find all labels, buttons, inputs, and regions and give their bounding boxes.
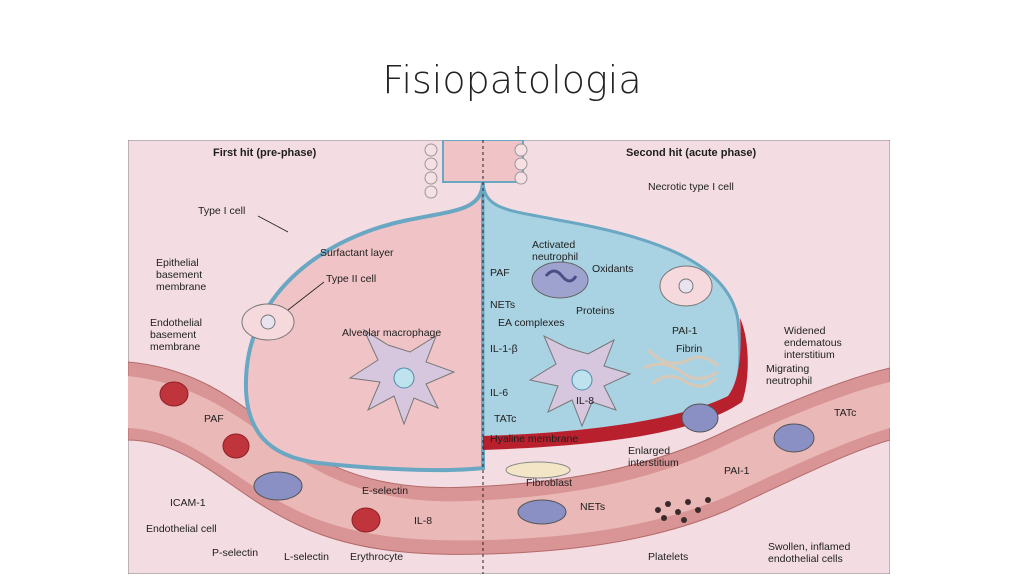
label-nets2: NETs — [580, 501, 605, 513]
fibrin-strands — [643, 348, 720, 388]
label-swollen-1: Swollen, inflamed — [768, 541, 850, 553]
vessel-neutrophils — [253, 403, 815, 525]
label-necrotic: Necrotic type I cell — [648, 181, 734, 193]
label-endothelial-cell: Endothelial cell — [146, 523, 217, 535]
label-tatc2: TATc — [834, 407, 856, 419]
label-e-selectin: E-selectin — [362, 485, 408, 497]
label-type1-cell: Type I cell — [198, 205, 245, 217]
label-il8-right: IL-8 — [576, 395, 594, 407]
alveolar-macrophage — [348, 328, 456, 426]
label-widened-2: endematous — [784, 337, 842, 349]
label-erythrocyte: Erythrocyte — [350, 551, 403, 563]
fibroblast — [505, 461, 571, 479]
label-migrating-1: Migrating — [766, 363, 809, 375]
label-pai1-2: PAI-1 — [724, 465, 750, 477]
airway-cells-right — [514, 143, 528, 185]
label-activated-1: Activated — [532, 239, 575, 251]
label-activated-2: neutrophil — [532, 251, 578, 263]
capillary-lumen — [128, 376, 890, 541]
label-fibroblast: Fibroblast — [526, 477, 572, 489]
label-endo-bm-2: basement — [150, 329, 196, 341]
label-type2-cell: Type II cell — [326, 273, 376, 285]
label-swollen-2: endothelial cells — [768, 553, 843, 565]
label-il8-left: IL-8 — [414, 515, 432, 527]
label-oxidants: Oxidants — [592, 263, 633, 275]
label-widened-3: interstitium — [784, 349, 835, 361]
label-endo-bm-1: Endothelial — [150, 317, 202, 329]
label-hyaline: Hyaline membrane — [490, 433, 578, 445]
label-l-selectin: L-selectin — [284, 551, 329, 563]
activated-neutrophil — [531, 261, 589, 299]
slide-title: Fisiopatologia — [382, 58, 642, 102]
label-il6: IL-6 — [490, 387, 508, 399]
erythrocytes — [159, 381, 381, 533]
label-surfactant: Surfactant layer — [320, 247, 394, 259]
label-endo-bm-3: membrane — [150, 341, 200, 353]
label-paf-left: PAF — [204, 413, 224, 425]
label-migrating-2: neutrophil — [766, 375, 812, 387]
label-il1b: IL-1-β — [490, 343, 518, 355]
header-first-hit: First hit (pre-phase) — [213, 147, 317, 159]
label-widened-1: Widened — [784, 325, 826, 337]
label-nets: NETs — [490, 299, 515, 311]
label-proteins: Proteins — [576, 305, 615, 317]
alveolar-macrophage-right — [528, 334, 632, 428]
label-epi-bm-2: basement — [156, 269, 202, 281]
label-enlarged-1: Enlarged — [628, 445, 670, 457]
airway-cells-left — [424, 143, 438, 199]
label-alveolar-macrophage: Alveolar macrophage — [342, 327, 441, 339]
label-paf-right: PAF — [490, 267, 510, 279]
label-epi-bm-1: Epithelial — [156, 257, 199, 269]
label-enlarged-2: interstitium — [628, 457, 679, 469]
label-p-selectin: P-selectin — [212, 547, 258, 559]
label-epi-bm-3: membrane — [156, 281, 206, 293]
header-second-hit: Second hit (acute phase) — [626, 147, 757, 159]
platelets — [655, 497, 711, 523]
label-tatc: TATc — [494, 413, 516, 425]
label-icam1: ICAM-1 — [170, 497, 206, 509]
label-fibrin: Fibrin — [676, 343, 702, 355]
ards-pathophysiology-figure: First hit (pre-phase) Second hit (acute … — [128, 140, 890, 574]
label-platelets: Platelets — [648, 551, 688, 563]
label-pai1: PAI-1 — [672, 325, 698, 337]
label-ea-complexes: EA complexes — [498, 317, 565, 329]
